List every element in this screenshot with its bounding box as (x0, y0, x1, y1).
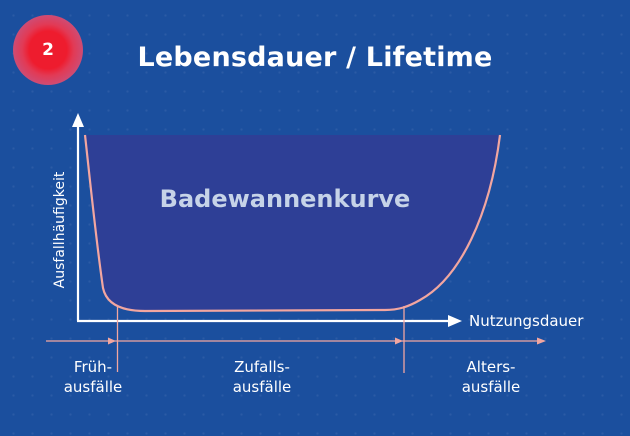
phase-label-line1: Zufalls- (234, 358, 290, 376)
step-number: 2 (42, 39, 54, 60)
timeline-arrow-1-icon (108, 337, 116, 345)
phase-label-line1: Alters- (466, 358, 516, 376)
timeline-arrow-end-icon (537, 337, 546, 345)
page-title: Lebensdauer / Lifetime (137, 42, 493, 73)
bathtub-curve-line (83, 134, 502, 313)
phase-random-failures: Zufalls- ausfälle (197, 357, 327, 397)
y-axis-arrow-icon (72, 113, 84, 127)
phase-early-failures: Früh- ausfälle (28, 357, 158, 397)
y-axis-label-text: Ausfallhäufigkeit (52, 171, 68, 289)
phase-wearout-failures: Alters- ausfälle (426, 357, 556, 397)
x-axis-label: Nutzungsdauer (469, 312, 584, 330)
x-axis-arrow-icon (448, 315, 462, 327)
bathtub-curve-fill (85, 135, 500, 311)
phase-label-line2: ausfälle (232, 378, 292, 396)
timeline-arrow-2-icon (395, 337, 403, 345)
step-badge: 2 (13, 15, 83, 85)
phase-label-line1: Früh- (73, 358, 113, 376)
phase-label-line2: ausfälle (63, 378, 123, 396)
phase-label-line2: ausfälle (461, 378, 521, 396)
curve-label: Badewannenkurve (159, 185, 411, 213)
